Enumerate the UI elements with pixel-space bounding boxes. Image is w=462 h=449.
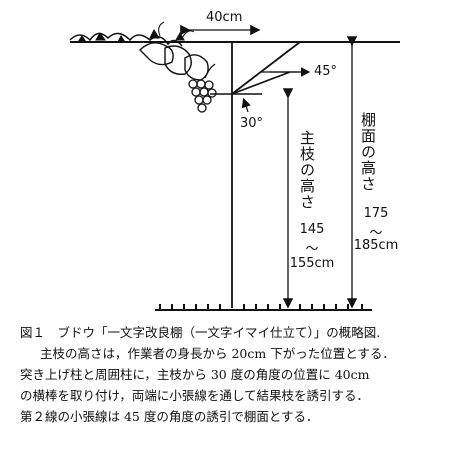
angle-30-label: 30°: [240, 116, 264, 131]
grape-cluster-icon: [188, 63, 217, 113]
ground-hatching: [159, 304, 363, 310]
vine-foliage-icon: [69, 21, 209, 81]
main-branch-height-label: 主枝の高さ: [298, 130, 316, 210]
width-label: 40cm: [206, 10, 243, 25]
trellis-height-tilde: ～: [369, 226, 383, 241]
angle-45-label: 45°: [314, 64, 338, 79]
main-branch-height-min: 145: [299, 222, 325, 237]
main-branch-height-tilde: ～: [305, 242, 319, 257]
trellis-height-max: 185cm: [353, 238, 399, 253]
cross-bar-lower: [231, 71, 291, 95]
figure-title: ブドウ「一文字改良棚（一文字イマイ仕立て）」の概略図.: [57, 325, 381, 340]
figure-caption: 図１ ブドウ「一文字改良棚（一文字イマイ仕立て）」の概略図. 主枝の高さは，作業…: [20, 322, 460, 427]
angle-30-arrow: [241, 97, 251, 113]
caption-line-4: 第２線の小張線は 45 度の角度の誘引で棚面とする．: [20, 409, 319, 424]
trellis-height-min: 175: [363, 206, 389, 221]
trellis-height-label: 棚面の高さ: [359, 112, 377, 192]
caption-title-line: 図１ ブドウ「一文字改良棚（一文字イマイ仕立て）」の概略図.: [20, 322, 460, 343]
figure-number: 図１: [20, 325, 46, 340]
cross-bar: [231, 41, 301, 95]
main-branch-height-max: 155cm: [289, 256, 335, 271]
caption-line-1: 主枝の高さは，作業者の身長から 20cm 下がった位置とする．: [40, 346, 395, 361]
caption-line-2: 突き上げ柱と周囲柱に，主枝から 30 度の角度の位置に 40cm: [20, 367, 370, 382]
trellis-diagram: [69, 21, 400, 311]
caption-line-3: の横棒を取り付け，両端に小張線を通して結果枝を誘引する．: [20, 388, 370, 403]
